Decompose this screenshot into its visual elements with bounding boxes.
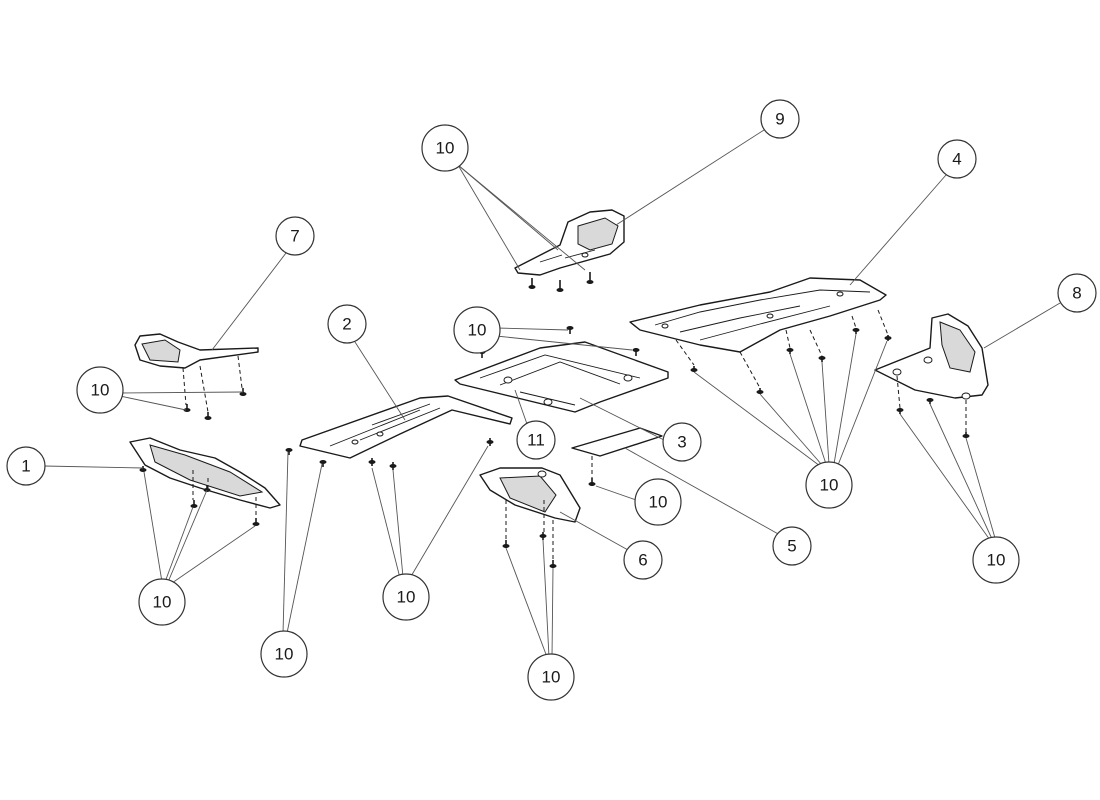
part-11-plate bbox=[454, 341, 669, 413]
callout-label: 10 bbox=[649, 493, 668, 512]
callout-5: 5 bbox=[772, 526, 812, 566]
screw bbox=[566, 326, 574, 334]
callout-10: 10 bbox=[805, 461, 853, 509]
callout-1: 1 bbox=[6, 446, 46, 486]
screw bbox=[183, 404, 191, 412]
callout-label: 5 bbox=[787, 537, 796, 556]
part-2-plate bbox=[299, 395, 513, 459]
screw bbox=[368, 458, 376, 466]
callout-10: 10 bbox=[527, 653, 575, 701]
callout-label: 3 bbox=[677, 433, 686, 452]
callout-label: 7 bbox=[290, 227, 299, 246]
screw bbox=[528, 278, 536, 289]
callout-label: 10 bbox=[987, 551, 1006, 570]
callout-9: 9 bbox=[760, 99, 800, 139]
screw bbox=[252, 518, 260, 526]
callout-label: 6 bbox=[638, 551, 647, 570]
part-8-shield bbox=[874, 313, 989, 400]
callout-label: 4 bbox=[952, 150, 961, 169]
callout-label: 11 bbox=[527, 431, 545, 450]
screw bbox=[285, 448, 293, 455]
callout-10: 10 bbox=[382, 573, 430, 621]
screw bbox=[239, 388, 247, 396]
screw bbox=[690, 366, 698, 372]
screw bbox=[204, 412, 212, 420]
part-9-shield bbox=[514, 209, 625, 276]
callout-10: 10 bbox=[260, 630, 308, 678]
callout-label: 10 bbox=[542, 668, 561, 687]
callout-4: 4 bbox=[937, 139, 977, 179]
screw bbox=[586, 272, 594, 284]
callout-7: 7 bbox=[275, 216, 315, 256]
screw bbox=[549, 560, 557, 568]
screw bbox=[818, 356, 826, 362]
callout-label: 1 bbox=[21, 457, 30, 476]
callout-8: 8 bbox=[1057, 273, 1097, 313]
callout-label: 8 bbox=[1072, 284, 1081, 303]
callout-10: 10 bbox=[634, 478, 682, 526]
part-1-shield bbox=[129, 437, 281, 509]
screw bbox=[556, 280, 564, 292]
fasteners bbox=[139, 272, 970, 568]
screw bbox=[389, 462, 397, 470]
callout-label: 10 bbox=[275, 645, 294, 664]
part-6-shield bbox=[479, 467, 581, 523]
screw bbox=[962, 432, 970, 438]
part-5-plate bbox=[571, 427, 663, 457]
screw bbox=[539, 532, 547, 540]
callout-10: 10 bbox=[76, 366, 124, 414]
screw bbox=[486, 438, 494, 446]
callout-6: 6 bbox=[623, 540, 663, 580]
screw bbox=[319, 460, 327, 467]
callout-label: 2 bbox=[342, 315, 351, 334]
callout-label: 10 bbox=[153, 593, 172, 612]
screw bbox=[632, 348, 640, 356]
screw bbox=[502, 540, 510, 548]
callout-10: 10 bbox=[138, 578, 186, 626]
screw bbox=[884, 335, 892, 341]
callout-label: 10 bbox=[397, 588, 416, 607]
callout-label: 10 bbox=[436, 139, 455, 158]
part-4-plate bbox=[629, 277, 887, 353]
screw bbox=[786, 348, 794, 354]
callout-10: 10 bbox=[972, 536, 1020, 584]
callout-label: 9 bbox=[775, 110, 784, 129]
screw bbox=[190, 500, 198, 508]
screw bbox=[588, 478, 596, 486]
callout-label: 10 bbox=[468, 321, 487, 340]
screw bbox=[852, 328, 860, 334]
callout-2: 2 bbox=[327, 304, 367, 344]
callout-10: 10 bbox=[421, 124, 469, 172]
screw bbox=[139, 466, 147, 472]
callout-3: 3 bbox=[662, 422, 702, 462]
callout-label: 10 bbox=[820, 476, 839, 495]
screw bbox=[926, 398, 934, 404]
screw bbox=[896, 408, 904, 414]
part-7-shield bbox=[134, 333, 259, 369]
leader-lines bbox=[43, 129, 1061, 658]
callout-11: 11 bbox=[516, 420, 556, 460]
screw bbox=[756, 388, 764, 394]
callout-10: 10 bbox=[453, 306, 501, 354]
callout-label: 10 bbox=[91, 381, 110, 400]
